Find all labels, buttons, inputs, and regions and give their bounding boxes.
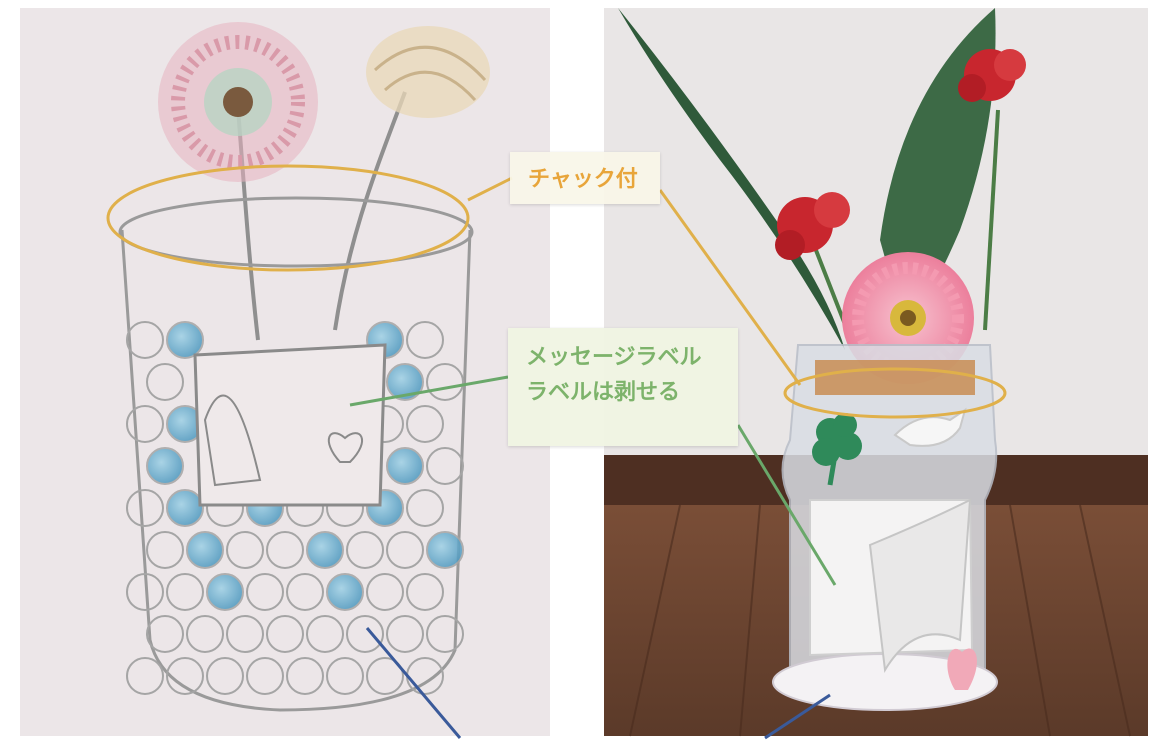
photo-leaf-left (618, 8, 845, 350)
sketch-bead (346, 615, 384, 653)
message-leader-right (736, 424, 837, 586)
sketch-bead (426, 447, 464, 485)
sketch-bead (166, 657, 204, 695)
sketch-vase-rim (118, 196, 474, 268)
sketch-bead (246, 657, 284, 695)
sketch-bead (366, 657, 404, 695)
sketch-bead (186, 531, 224, 569)
sketch-heart-icon (327, 432, 363, 463)
clover-icon (812, 413, 862, 486)
bird-icon (893, 407, 967, 447)
sketch-bead (166, 573, 204, 611)
sketch-bead (386, 531, 424, 569)
zipper-leader-right (658, 189, 802, 386)
sketch-bead (326, 657, 364, 695)
sketch-stem-right (333, 91, 407, 331)
sketch-bead (326, 573, 364, 611)
sketch-bead (426, 363, 464, 401)
sketch-bead (126, 657, 164, 695)
sketch-bead (406, 405, 444, 443)
sketch-bead (166, 321, 204, 359)
sketch-bead (406, 321, 444, 359)
sketch-bead (286, 657, 324, 695)
photo-message-card (809, 498, 974, 674)
message-label-line1: メッセージラベル (526, 345, 702, 370)
pink-heart-icon (947, 648, 978, 690)
photo-carnation-top (958, 49, 1026, 102)
sketch-bead (246, 573, 284, 611)
message-leader-left (349, 375, 509, 407)
sketch-bead (206, 573, 244, 611)
sketch-bead (386, 363, 424, 401)
sketch-bead (426, 615, 464, 653)
sketch-bead (406, 573, 444, 611)
sketch-bead (406, 489, 444, 527)
message-label-line2: ラベルは剥せる (526, 380, 681, 406)
sketch-bead (226, 531, 264, 569)
sketch-bead (126, 321, 164, 359)
floor-boards (629, 504, 1131, 737)
sketch-bead (146, 531, 184, 569)
message-label-box: メッセージラベル ラベルは剥せる (508, 328, 738, 446)
sketch-bead (426, 531, 464, 569)
bottom-leader-right (764, 693, 831, 740)
sketch-vase-outline (120, 229, 472, 712)
sketch-bead (206, 657, 244, 695)
sketch-bead (146, 447, 184, 485)
sketch-beads (126, 321, 464, 695)
sketch-bead (266, 615, 304, 653)
sketch-panel (20, 8, 550, 736)
zipper-leader-left (467, 176, 513, 202)
sketch-bead (266, 531, 304, 569)
bottom-leader-left (365, 627, 462, 739)
annotations (106, 164, 1007, 740)
sketch-bead (166, 489, 204, 527)
sketch-bead (146, 615, 184, 653)
photo-pouch-zipper-band (815, 360, 975, 395)
sketch-bead (126, 489, 164, 527)
sketch-side-flower (366, 26, 490, 118)
photo-panel (604, 8, 1148, 737)
zipper-ring-sketch (106, 164, 470, 272)
sketch-bead (126, 405, 164, 443)
zipper-label-box: チャック付 (510, 152, 660, 204)
sketch-bead (146, 363, 184, 401)
sketch-bead (226, 615, 264, 653)
sketch-bead (366, 573, 404, 611)
photo-stem-carnation (983, 109, 1000, 331)
sketch-bead (306, 531, 344, 569)
sketch-message-card (193, 343, 387, 507)
sketch-bead (346, 531, 384, 569)
sketch-bead (386, 615, 424, 653)
sketch-bead (286, 573, 324, 611)
zipper-ring-photo (783, 367, 1007, 419)
zipper-label: チャック付 (528, 167, 638, 192)
sketch-bead (386, 447, 424, 485)
photo-carnation-left (775, 192, 850, 260)
sketch-bead (126, 573, 164, 611)
sketch-bead (306, 615, 344, 653)
sketch-bead (186, 615, 224, 653)
sketch-gerbera-flower (158, 22, 318, 182)
